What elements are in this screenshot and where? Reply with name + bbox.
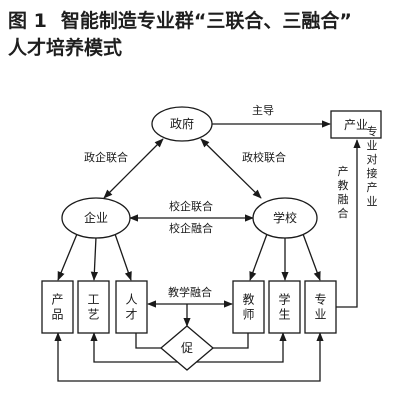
label-school-enterprise-union: 校企联合 [169, 199, 213, 213]
node-student: 学生 [268, 280, 301, 334]
label-major-docking-industry: 专业对接产业 [367, 124, 378, 208]
edge-teacher-promote [213, 333, 249, 349]
node-product: 产品 [41, 280, 74, 334]
node-craft-label: 工艺 [87, 293, 99, 322]
node-talent-label: 人才 [125, 293, 137, 322]
node-government-label: 政府 [170, 116, 194, 131]
label-lead: 主导 [252, 104, 274, 117]
edge-talent-promote [135, 333, 161, 349]
edge-enterprise-product [57, 233, 78, 281]
node-industry-label: 产业 [344, 118, 368, 132]
figure-title-line-1: 图 1 智能制造专业群“三联合、三融合” [8, 8, 412, 35]
label-teaching-fusion: 教学融合 [168, 285, 212, 299]
edge-gov-enterprise [103, 138, 164, 199]
edge-gov-school [200, 138, 262, 199]
edge-school-teacher [249, 233, 268, 281]
label-school-enterprise-fusion: 校企融合 [169, 221, 213, 235]
node-major-label: 专业 [314, 292, 326, 322]
label-industry-education-fusion: 产教融合 [338, 164, 349, 220]
node-school-label: 学校 [273, 210, 297, 225]
node-promote: 促 [159, 325, 215, 371]
node-government: 政府 [151, 106, 213, 142]
edge-enterprise-talent [114, 233, 132, 281]
edge-product-major [54, 332, 324, 382]
figure-title: 图 1 智能制造专业群“三联合、三融合” 人才培养模式 [8, 8, 412, 62]
node-school: 学校 [252, 197, 318, 239]
figure-title-text-1: 智能制造专业群“三联合、三融合” [60, 10, 352, 32]
node-talent: 人才 [115, 280, 148, 334]
node-promote-label: 促 [181, 341, 193, 355]
label-gov-enterprise: 政企联合 [84, 150, 128, 164]
edge-major-to-industry [333, 139, 361, 308]
node-student-label: 学生 [278, 292, 290, 322]
node-teacher-label: 教师 [242, 292, 254, 322]
figure-title-line-2: 人才培养模式 [8, 37, 123, 59]
node-major: 专业 [304, 280, 337, 334]
node-craft: 工艺 [77, 280, 110, 334]
figure-number: 图 1 [8, 10, 47, 32]
edge-school-major [302, 233, 321, 281]
node-enterprise: 企业 [61, 197, 131, 239]
node-industry: 产业 [330, 110, 382, 139]
node-teacher: 教师 [232, 280, 265, 334]
label-gov-school: 政校联合 [242, 150, 286, 164]
node-product-label: 产品 [51, 293, 63, 322]
node-enterprise-label: 企业 [84, 210, 108, 225]
edge-enterprise-craft [90, 236, 99, 281]
